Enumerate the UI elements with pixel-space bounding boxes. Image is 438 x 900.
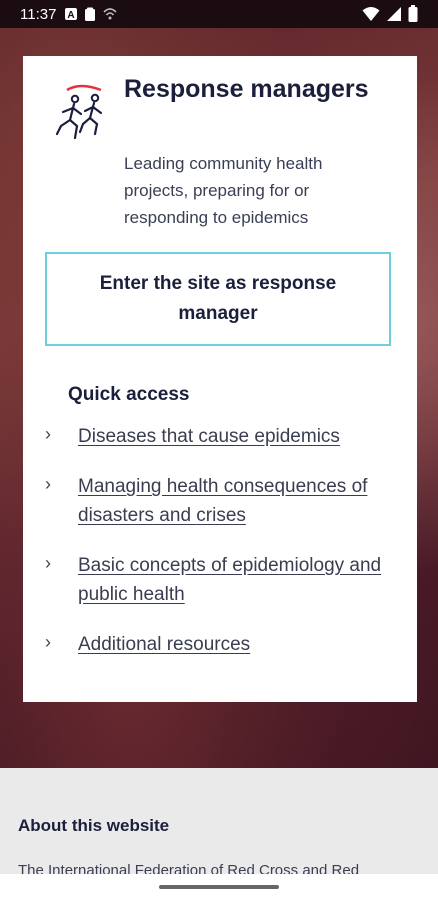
quick-access-link[interactable]: Basic concepts of epidemiology and publi… (78, 555, 382, 605)
quick-access-link[interactable]: Managing health consequences of disaster… (78, 476, 368, 526)
signal-icon (387, 6, 401, 21)
quick-access-link[interactable]: Additional resources (78, 634, 251, 655)
wifi-icon (362, 6, 380, 21)
status-time: 11:37 (20, 5, 57, 23)
runners-logo-icon (55, 84, 103, 140)
quick-access-link[interactable]: Diseases that cause epidemics (78, 426, 340, 447)
navigation-bar (0, 874, 438, 900)
a-icon: A (65, 8, 78, 21)
hotspot-icon (103, 8, 118, 20)
svg-text:A: A (68, 10, 75, 21)
status-bar: 11:37 A (0, 0, 438, 28)
card-title: Response managers (124, 75, 369, 103)
chevron-right-icon: › (45, 474, 51, 494)
chevron-right-icon: › (45, 424, 51, 444)
chevron-right-icon: › (45, 553, 51, 573)
response-managers-card: Response managers Leading community heal… (23, 56, 417, 702)
clipboard-icon (85, 7, 96, 21)
chevron-right-icon: › (45, 632, 51, 652)
card-description: Leading community health projects, prepa… (124, 154, 323, 227)
home-gesture-handle[interactable] (159, 885, 279, 889)
enter-as-response-manager-button[interactable]: Enter the site as response manager (45, 252, 391, 346)
about-title: About this website (18, 816, 170, 835)
battery-icon (408, 5, 418, 22)
quick-access-title: Quick access (68, 384, 190, 405)
